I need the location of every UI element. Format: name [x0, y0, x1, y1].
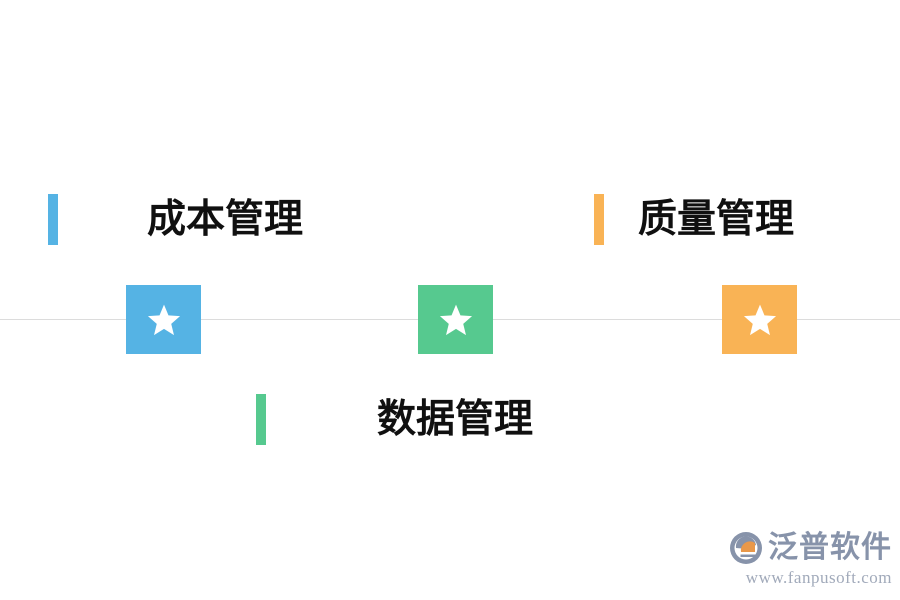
node-label-quality: 质量管理 [638, 198, 795, 241]
watermark-top-row: 泛普软件 [728, 530, 892, 566]
fanpusoft-logo-icon [730, 532, 762, 564]
star-icon [147, 304, 180, 335]
label-group-data[interactable]: 数据管理 [256, 394, 533, 445]
accent-bar-data [256, 394, 266, 445]
watermark-url-text: www.fanpusoft.com [745, 568, 892, 587]
star-icon [743, 304, 776, 335]
node-label-data: 数据管理 [377, 398, 534, 441]
node-label-cost: 成本管理 [147, 198, 304, 241]
accent-bar-cost [48, 194, 58, 245]
node-quality[interactable] [722, 285, 797, 354]
label-group-cost[interactable]: 成本管理 [48, 194, 303, 245]
watermark: 泛普软件 www.fanpusoft.com [728, 530, 892, 588]
star-icon [439, 304, 472, 335]
watermark-brand-text: 泛普软件 [768, 531, 892, 564]
accent-bar-quality [594, 194, 604, 245]
label-group-quality[interactable]: 质量管理 [594, 194, 794, 245]
node-data[interactable] [418, 285, 493, 354]
node-cost[interactable] [126, 285, 201, 354]
